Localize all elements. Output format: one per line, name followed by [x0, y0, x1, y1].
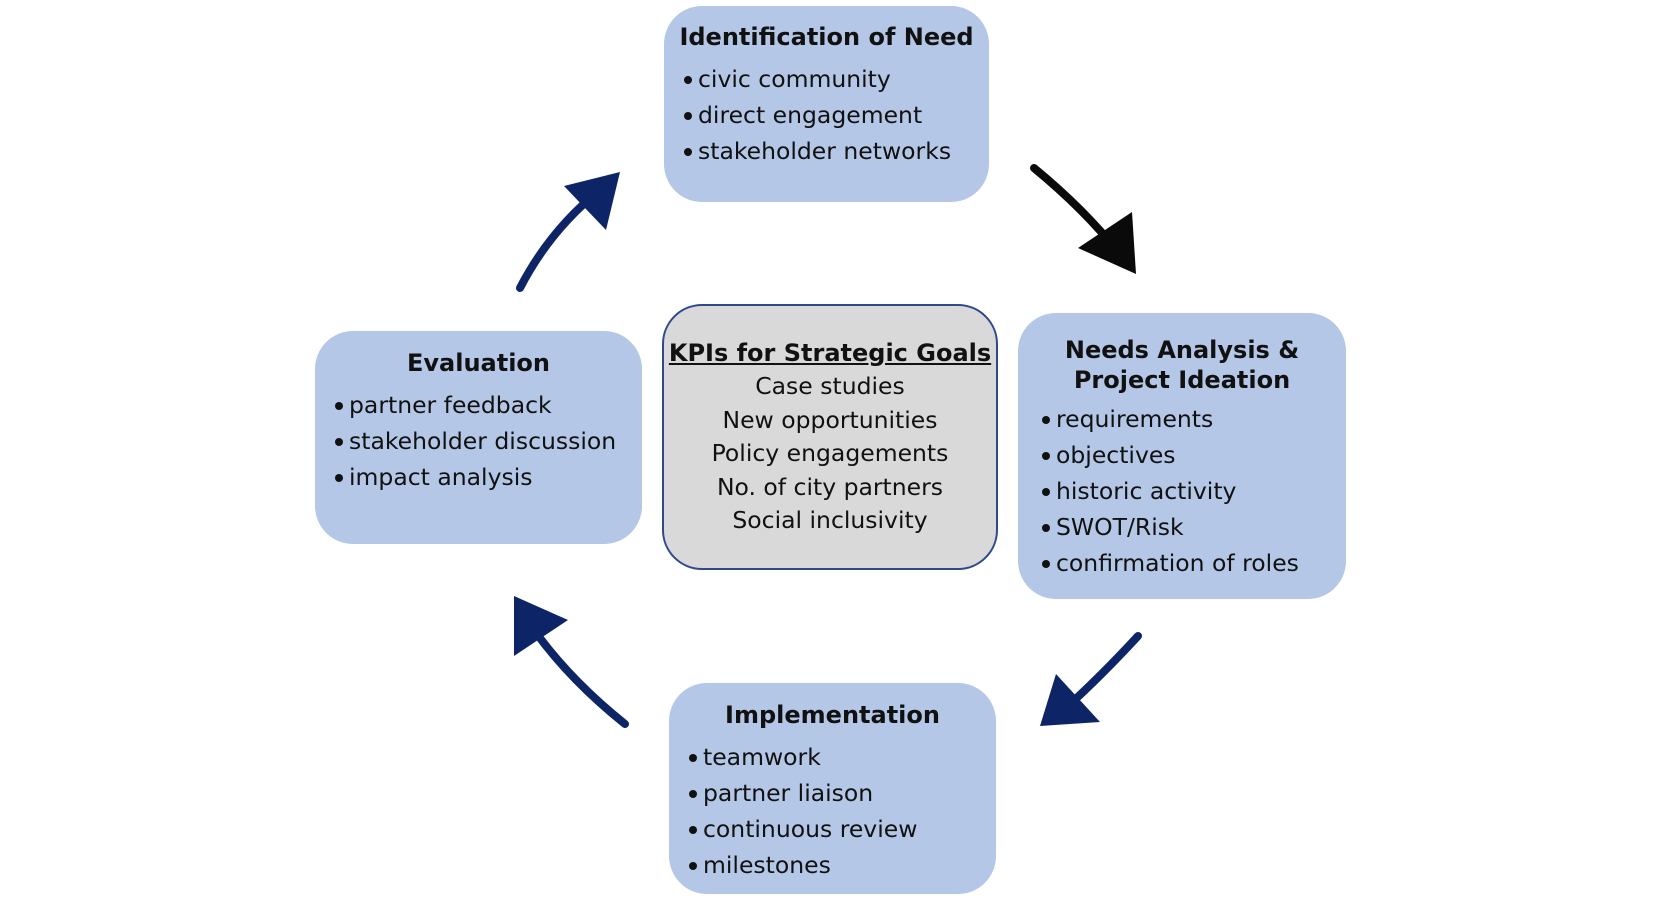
list-item: Social inclusivity: [732, 506, 928, 534]
list-item: stakeholder networks: [682, 133, 989, 169]
implementation-box: Implementation teamwork partner liaison …: [669, 683, 996, 894]
list-item: SWOT/Risk: [1040, 509, 1346, 545]
list-item: direct engagement: [682, 97, 989, 133]
list-item: historic activity: [1040, 473, 1346, 509]
needs-title-line1: Needs Analysis &: [1064, 336, 1300, 364]
identification-title: Identification of Need: [679, 23, 974, 51]
arrowhead-needs-to-implementation: [1040, 674, 1100, 726]
arrowhead-identification-to-needs: [1078, 212, 1136, 274]
list-item: continuous review: [687, 811, 996, 847]
implementation-list: teamwork partner liaison continuous revi…: [687, 739, 996, 883]
arrow-needs-to-implementation: [1064, 632, 1142, 710]
list-item: impact analysis: [333, 459, 642, 495]
list-item: requirements: [1040, 401, 1346, 437]
needs-title-line2: Project Ideation: [1073, 366, 1291, 394]
identification-list: civic community direct engagement stakeh…: [682, 61, 989, 169]
identification-of-need-box: Identification of Need civic community d…: [664, 6, 989, 202]
kpi-title: KPIs for Strategic Goals: [668, 339, 992, 367]
evaluation-title: Evaluation: [406, 349, 550, 377]
arrowhead-implementation-to-evaluation: [514, 596, 568, 656]
list-item: No. of city partners: [716, 472, 944, 501]
kpi-list: Case studies New opportunities Policy en…: [664, 370, 996, 538]
list-item: civic community: [682, 61, 989, 97]
evaluation-list: partner feedback stakeholder discussion …: [333, 387, 642, 495]
list-item: milestones: [687, 847, 996, 883]
implementation-title: Implementation: [725, 701, 940, 729]
evaluation-box: Evaluation partner feedback stakeholder …: [315, 331, 642, 544]
list-item: Case studies: [755, 372, 905, 400]
needs-analysis-box: Needs Analysis & Project Ideation requir…: [1018, 313, 1346, 599]
list-item: objectives: [1040, 437, 1346, 473]
needs-list: requirements objectives historic activit…: [1040, 401, 1346, 581]
list-item: New opportunities: [722, 405, 938, 434]
list-item: teamwork: [687, 739, 996, 775]
list-item: confirmation of roles: [1040, 545, 1346, 581]
arrow-implementation-to-evaluation: [530, 626, 629, 728]
arrowhead-evaluation-to-identification: [564, 172, 620, 230]
list-item: stakeholder discussion: [333, 423, 642, 459]
list-item: Policy engagements: [711, 439, 949, 467]
list-item: partner feedback: [333, 387, 642, 423]
list-item: partner liaison: [687, 775, 996, 811]
kpi-box: KPIs for Strategic Goals Case studies Ne…: [662, 304, 998, 570]
